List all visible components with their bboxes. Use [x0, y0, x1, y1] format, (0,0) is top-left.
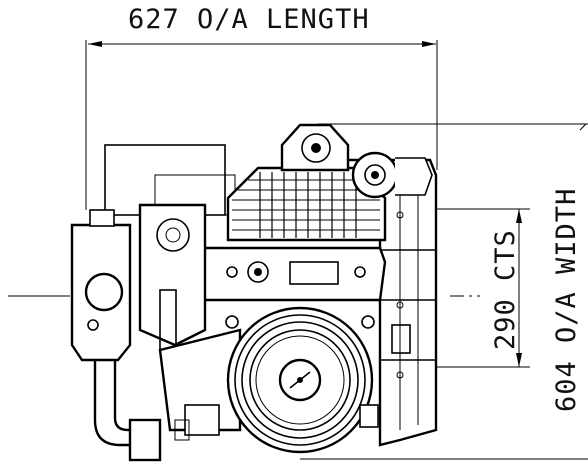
engine-body	[70, 123, 438, 462]
length-dimension: 627 O/A LENGTH	[85, 4, 438, 210]
width-label: 604 O/A WIDTH	[551, 188, 582, 412]
crankshaft-pulley	[226, 306, 374, 454]
width-dimension: 604 O/A WIDTH	[300, 123, 588, 460]
length-label: 627 O/A LENGTH	[128, 4, 370, 35]
centers-dimension: 290 CTS	[400, 208, 530, 368]
centers-label: 290 CTS	[490, 229, 521, 350]
